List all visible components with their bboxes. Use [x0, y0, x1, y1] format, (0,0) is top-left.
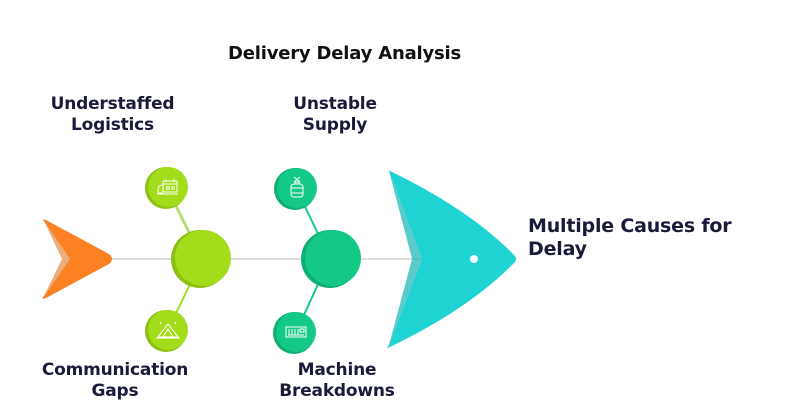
cause-label-line: Unstable: [293, 94, 377, 114]
node-group-1[interactable]: [171, 230, 231, 288]
effect-label-line: Multiple Causes for: [528, 215, 732, 237]
node-group-2[interactable]: [301, 230, 361, 288]
cause-label-line: Communication: [41, 360, 189, 380]
fish-eye: [470, 255, 478, 263]
page-title: Delivery Delay Analysis: [228, 43, 462, 64]
tent-icon: [156, 321, 180, 339]
truck-calendar-icon: [157, 179, 178, 195]
effect-label-line: Delay: [528, 238, 587, 260]
cause-label-line: Breakdowns: [279, 381, 395, 401]
cause-label-line: Supply: [302, 115, 368, 135]
cause-label-line: Machine: [297, 360, 377, 380]
cause-label-line: Logistics: [71, 115, 154, 135]
effect-label: Multiple Causes for Delay: [528, 215, 732, 261]
gas-cylinder-icon: [290, 176, 304, 198]
fish-head: [387, 169, 516, 348]
keyboard-icon: [285, 326, 307, 338]
cause-node-unstable[interactable]: [274, 168, 317, 210]
cause-node-communication[interactable]: [145, 310, 188, 352]
cause-node-machine[interactable]: [273, 312, 316, 354]
cause-node-understaffed[interactable]: [145, 167, 188, 209]
fish-tail: [42, 219, 112, 299]
cause-label-line: Gaps: [91, 381, 139, 401]
cause-label-unstable: Unstable Supply: [280, 94, 390, 136]
cause-label-communication: Communication Gaps: [30, 360, 200, 402]
cause-label-understaffed: Understaffed Logistics: [40, 94, 185, 136]
cause-label-machine: Machine Breakdowns: [262, 360, 412, 402]
cause-label-line: Understaffed: [50, 94, 175, 114]
